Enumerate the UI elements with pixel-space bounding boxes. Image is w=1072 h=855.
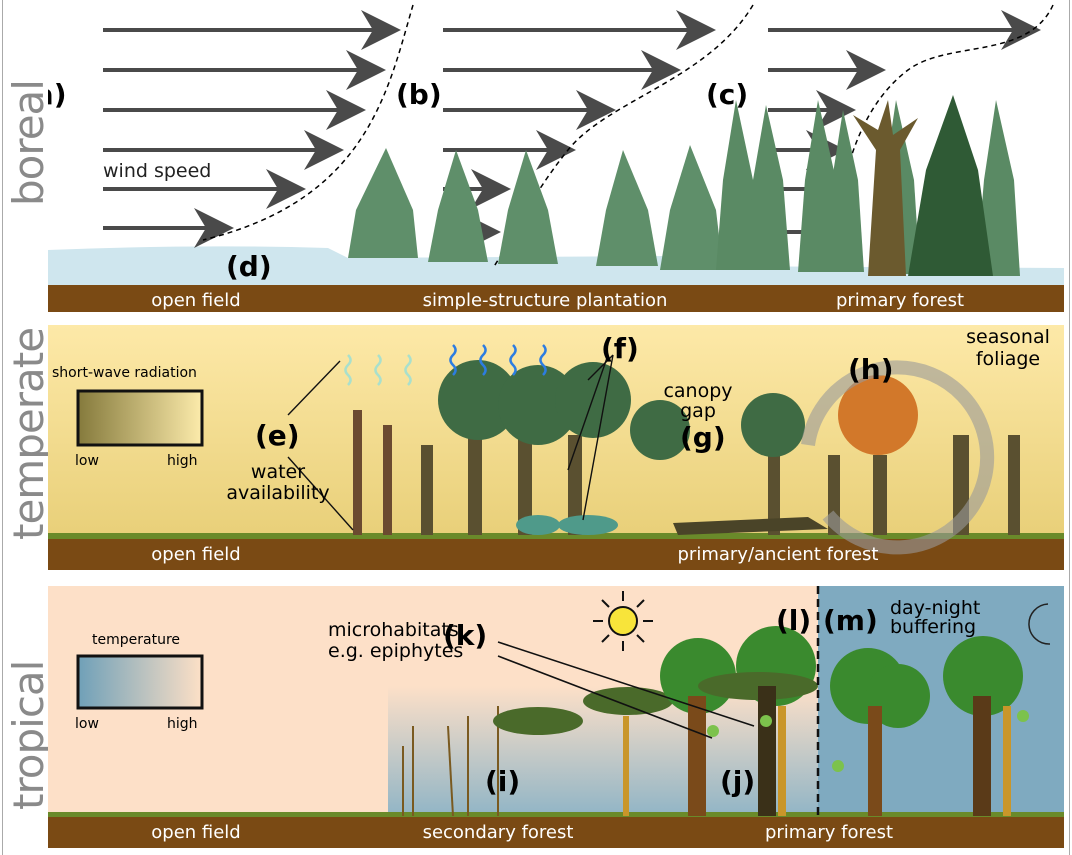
label-a: (a) [48, 78, 67, 111]
gap-label: gap [680, 400, 716, 422]
soil-strip [48, 285, 1064, 312]
dead-trees [353, 410, 392, 535]
legend-gradient-bar [76, 389, 204, 447]
label-d: (d) [226, 250, 272, 283]
biome-label-tropical: tropical [4, 660, 53, 810]
dead-tree-trunk [853, 100, 918, 276]
temperate-panel: short-wave radiation low high (e) (f) (g… [48, 325, 1064, 570]
label-l: (l) [776, 604, 811, 637]
tropical-panel: temperature low high (k) (i) (j) (l) (m)… [48, 586, 1064, 848]
label-m: (m) [823, 604, 878, 637]
wind-arrows-plantation [443, 10, 716, 252]
label-f: (f) [601, 332, 639, 365]
foliage-label: foliage [976, 348, 1040, 370]
epiphytes-label: e.g. epiphytes [328, 640, 463, 662]
ground-label-open-field: open field [151, 822, 240, 843]
ground-label-open-field: open field [151, 544, 240, 565]
legend-low: low [75, 716, 99, 732]
availability-label: availability [226, 482, 329, 504]
autumn-canopy [838, 375, 918, 455]
water-label: water [251, 461, 305, 483]
soil-strip [48, 815, 1064, 848]
label-b: (b) [396, 78, 442, 111]
buffering-label: buffering [890, 616, 976, 638]
wind-arrows-open-field [103, 10, 401, 248]
understory-shrubs [516, 515, 618, 535]
sun-icon [593, 591, 653, 651]
left-frame-line [2, 0, 3, 855]
label-e: (e) [255, 419, 300, 452]
wind-speed-label: wind speed [103, 160, 211, 182]
legend-title: temperature [92, 632, 180, 648]
ground-label-open-field: open field [151, 290, 240, 311]
ground-label-primary-forest: primary forest [836, 290, 964, 311]
biome-label-temperate: temperate [4, 327, 53, 540]
lianas [623, 706, 1011, 816]
label-k: (k) [443, 619, 487, 652]
right-frame-line [1069, 0, 1070, 855]
wind-profile-open-field [202, 4, 414, 241]
dark-spruce [908, 95, 993, 276]
evaporation-waves [344, 344, 547, 386]
moon-icon [1028, 603, 1051, 645]
ground-label-ancient-forest: primary/ancient forest [678, 544, 879, 565]
ground-label-secondary-forest: secondary forest [423, 822, 574, 843]
legend-high: high [167, 716, 198, 732]
legend-gradient-bar [76, 654, 204, 710]
forest-trunks [421, 435, 1020, 535]
leader-lines [287, 354, 614, 531]
label-h: (h) [848, 353, 894, 386]
canopy-label: canopy [663, 380, 732, 402]
seasonal-label: seasonal [966, 326, 1050, 348]
fallen-log [673, 517, 828, 535]
snow-layer [48, 246, 1064, 288]
label-g: (g) [680, 421, 726, 454]
wind-profile-plantation [492, 4, 754, 269]
ground-label-primary-forest: primary forest [765, 822, 893, 843]
day-night-label: day-night [890, 597, 980, 619]
green-canopies [438, 360, 805, 460]
microhabitats-label: microhabitats, [328, 619, 465, 641]
seasonal-cycle-arrow [801, 360, 995, 555]
legend-low: low [75, 453, 99, 469]
ground-label-plantation: simple-structure plantation [423, 290, 668, 311]
label-j: (j) [720, 765, 755, 798]
canopy-trees [493, 626, 1023, 735]
legend-high: high [167, 453, 198, 469]
epiphytes [707, 710, 1029, 772]
biome-label-boreal: boreal [4, 80, 53, 206]
boreal-panel: (a) (b) (c) (d) wind speed open field si… [48, 4, 1064, 312]
label-c: (c) [706, 78, 748, 111]
plantation-conifers [348, 145, 723, 270]
legend-title: short-wave radiation [52, 365, 197, 381]
label-i: (i) [485, 765, 520, 798]
leader-lines [497, 641, 755, 739]
